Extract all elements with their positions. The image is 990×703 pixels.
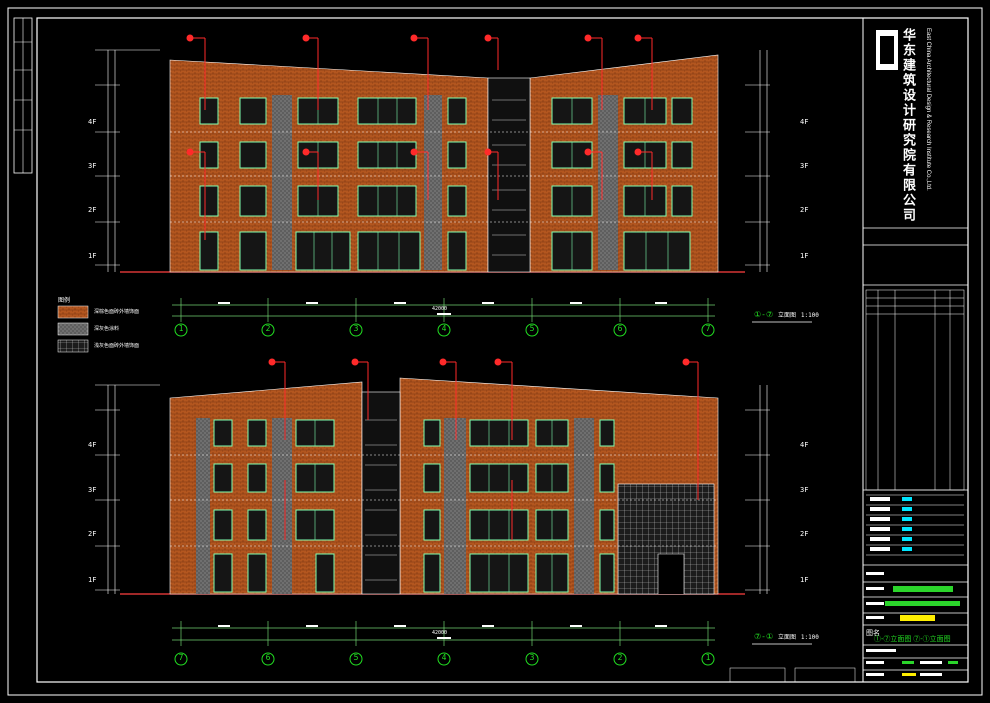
- entrance-door: [657, 553, 685, 594]
- axis-label: 7: [178, 653, 184, 662]
- floor-label: 4F: [800, 118, 809, 126]
- elevation-top: [95, 34, 770, 322]
- axis-label: 5: [353, 653, 359, 662]
- leaders-bottom: [268, 358, 699, 540]
- floor-label: 4F: [88, 118, 97, 126]
- leaders-top: [186, 34, 653, 240]
- elevation-bottom: [95, 358, 770, 646]
- floor-label: 2F: [88, 206, 97, 214]
- axis-label: 4: [441, 324, 447, 333]
- axis-label: 3: [353, 324, 359, 333]
- company-name-en: East China Architectural Design & Resear…: [925, 28, 931, 191]
- floor-label: 2F: [800, 530, 809, 538]
- legend-item: 浅灰色面砖外墙饰面: [94, 343, 140, 349]
- project-highlights: [885, 586, 960, 621]
- company-name-cn: 华东建筑设计研究院有限公司: [901, 28, 916, 223]
- axis-label: 7: [705, 324, 711, 333]
- dimensions-top: [172, 298, 715, 322]
- elevation-title-top: ①-⑦ 立面图 1:100: [754, 310, 819, 319]
- floor-label: 2F: [88, 530, 97, 538]
- stair-core-b: [361, 391, 401, 595]
- floor-label: 4F: [800, 441, 809, 449]
- title-block-frame: [862, 17, 969, 683]
- floor-label: 1F: [88, 252, 97, 260]
- legend-swatches: [57, 305, 89, 353]
- floor-label: 3F: [88, 486, 97, 494]
- floor-label: 1F: [800, 576, 809, 584]
- axis-bubbles-top: [174, 323, 715, 337]
- legend-title: 图例: [58, 297, 71, 304]
- floor-label: 2F: [800, 206, 809, 214]
- floor-label: 1F: [800, 252, 809, 260]
- total-dimension: 42000: [432, 630, 448, 636]
- stair-core: [487, 77, 531, 273]
- axis-label: 2: [617, 653, 623, 662]
- legend-item: 深灰色涂料: [94, 326, 120, 332]
- elevation-title-bottom: ⑦-① 立面图 1:100: [754, 632, 819, 641]
- axis-label: 2: [265, 324, 271, 333]
- legend-item: 深棕色面砖外墙饰面: [94, 309, 140, 315]
- axis-label: 5: [529, 324, 535, 333]
- axis-label: 4: [441, 653, 447, 662]
- drawing-name-label: 图名: [866, 630, 880, 637]
- floor-label: 3F: [800, 162, 809, 170]
- floor-label: 3F: [800, 486, 809, 494]
- axis-label: 1: [178, 324, 184, 333]
- drawing-name: ①-⑦立面图 ⑦-①立面图: [874, 636, 951, 643]
- axis-label: 1: [705, 653, 711, 662]
- outer-frame: [7, 7, 983, 696]
- axis-label: 6: [617, 324, 623, 333]
- approval-table: [866, 494, 964, 556]
- floor-label: 3F: [88, 162, 97, 170]
- axis-bubbles-bottom: [174, 652, 715, 666]
- gray-panels: [272, 95, 618, 270]
- floor-label: 1F: [88, 576, 97, 584]
- level-marks-top: [95, 49, 770, 272]
- axis-label: 3: [529, 653, 535, 662]
- floor-label: 4F: [88, 441, 97, 449]
- axis-label: 6: [265, 653, 271, 662]
- total-dimension: 42000: [432, 306, 448, 312]
